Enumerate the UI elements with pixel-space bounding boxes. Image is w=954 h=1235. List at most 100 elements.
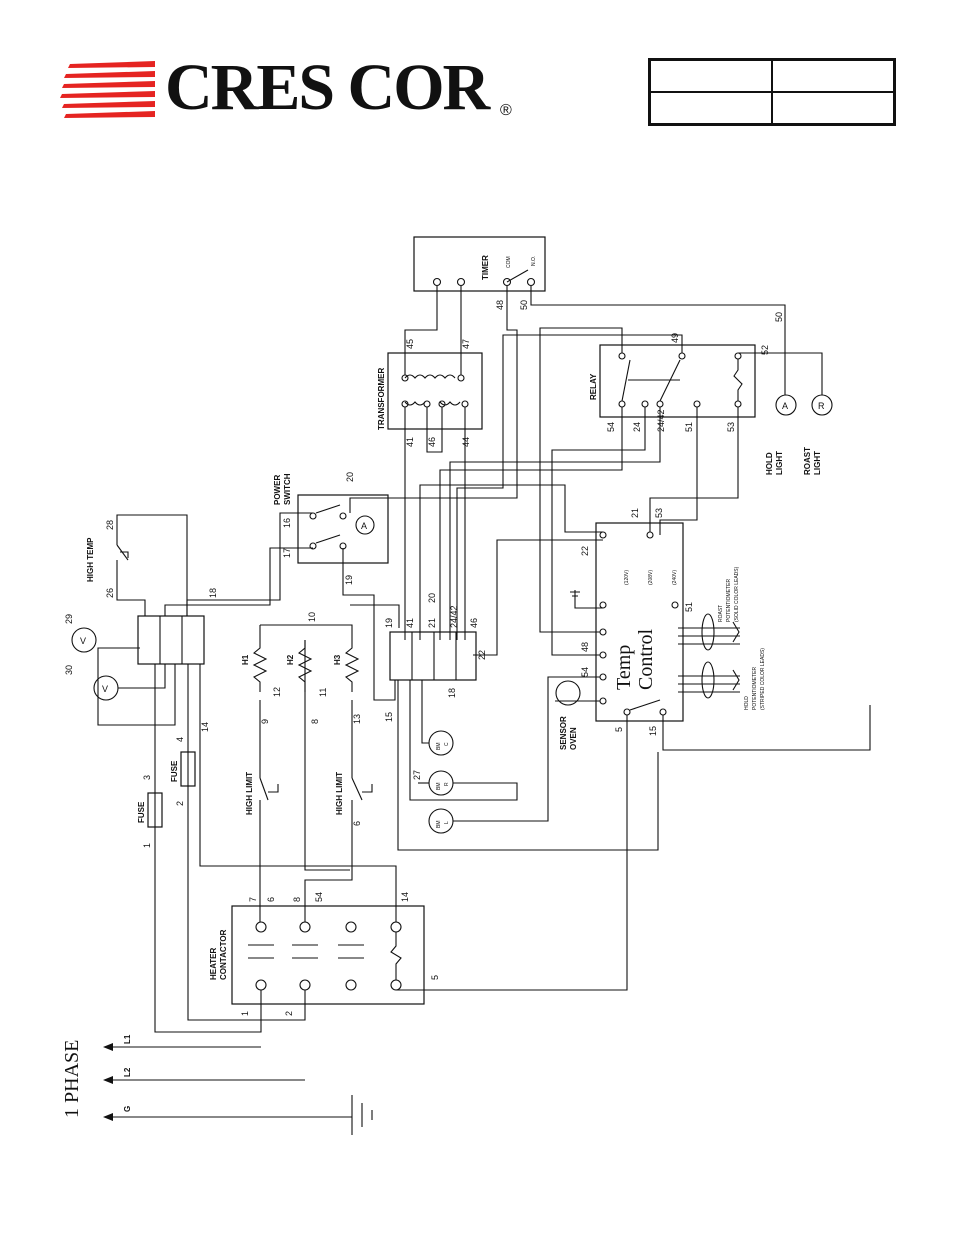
- svg-text:L: L: [444, 821, 450, 824]
- svg-text:CONTACTOR: CONTACTOR: [219, 929, 228, 980]
- svg-text:44: 44: [461, 437, 471, 447]
- header-cell: [650, 60, 772, 92]
- header-cell: [772, 92, 894, 124]
- svg-text:22: 22: [477, 650, 487, 660]
- roast-potentiometer: ROAST POTENTIOMETER (SOLID COLOR LEADS): [701, 566, 740, 651]
- svg-text:24: 24: [632, 422, 642, 432]
- svg-text:FUSE: FUSE: [170, 760, 179, 782]
- svg-text:L1: L1: [123, 1034, 132, 1044]
- svg-text:51: 51: [684, 422, 694, 432]
- svg-text:(208V): (208V): [648, 570, 654, 585]
- supply-lines: L1 L2 G 1 PHASE: [61, 1034, 373, 1135]
- wires: [97, 286, 871, 1033]
- svg-text:(120V): (120V): [624, 570, 630, 585]
- svg-text:13: 13: [352, 714, 362, 724]
- svg-text:LIGHT: LIGHT: [813, 451, 822, 475]
- high-limit-switches: HIGH LIMIT HIGH LIMIT: [245, 772, 373, 815]
- svg-text:8: 8: [310, 719, 320, 724]
- svg-text:C: C: [444, 742, 450, 746]
- svg-text:POWER: POWER: [273, 475, 282, 505]
- svg-text:41: 41: [405, 618, 415, 628]
- svg-text:12: 12: [272, 687, 282, 697]
- svg-text:54: 54: [580, 667, 590, 677]
- svg-text:9: 9: [260, 719, 270, 724]
- terminal-block-left: [137, 615, 205, 665]
- svg-text:51: 51: [684, 602, 694, 612]
- blower-motor-l: BM L: [428, 808, 454, 834]
- svg-text:22: 22: [580, 546, 590, 556]
- svg-text:11: 11: [318, 688, 328, 697]
- hold-light: A HOLD LIGHT: [765, 394, 797, 475]
- svg-text:LIGHT: LIGHT: [775, 451, 784, 475]
- svg-text:17: 17: [282, 548, 292, 558]
- svg-text:BM: BM: [436, 783, 442, 791]
- terminal-block-center: [389, 631, 477, 681]
- svg-text:H1: H1: [241, 654, 250, 665]
- header-cell: [650, 92, 772, 124]
- svg-text:SWITCH: SWITCH: [283, 473, 292, 505]
- svg-text:41: 41: [405, 437, 415, 447]
- svg-text:1: 1: [240, 1011, 250, 1016]
- svg-text:HEATER: HEATER: [209, 947, 218, 980]
- svg-text:52: 52: [760, 345, 770, 355]
- svg-text:14: 14: [400, 892, 410, 902]
- svg-text:HIGH TEMP: HIGH TEMP: [86, 537, 95, 582]
- svg-text:53: 53: [726, 422, 736, 432]
- svg-text:ROAST: ROAST: [718, 605, 724, 622]
- svg-text:5: 5: [614, 727, 624, 732]
- svg-text:16: 16: [282, 518, 292, 528]
- svg-text:R: R: [444, 782, 450, 786]
- svg-text:1: 1: [142, 843, 152, 848]
- transformer: TRANSFORMER: [377, 352, 483, 430]
- svg-text:(STRIPED COLOR LEADS): (STRIPED COLOR LEADS): [760, 648, 766, 710]
- oven-sensor: SENSOR OVEN: [555, 680, 581, 750]
- svg-text:G: G: [123, 1106, 132, 1112]
- svg-text:18: 18: [208, 588, 218, 598]
- header-cell: [772, 60, 894, 92]
- svg-text:RELAY: RELAY: [589, 373, 598, 400]
- svg-text:SENSOR: SENSOR: [559, 716, 568, 750]
- svg-text:Temp: Temp: [613, 645, 635, 690]
- roast-light: R ROAST LIGHT: [803, 394, 833, 475]
- svg-text:ROAST: ROAST: [803, 447, 812, 475]
- svg-text:TRANSFORMER: TRANSFORMER: [377, 368, 386, 430]
- svg-text:27: 27: [412, 770, 422, 780]
- svg-text:(SOLID COLOR LEADS): (SOLID COLOR LEADS): [734, 566, 740, 622]
- svg-text:Control: Control: [635, 628, 657, 690]
- svg-text:HOLD: HOLD: [744, 696, 750, 710]
- brand-logo: [60, 61, 155, 118]
- svg-text:HIGH LIMIT: HIGH LIMIT: [245, 772, 254, 815]
- header-info-table: [648, 58, 896, 126]
- svg-text:R: R: [818, 401, 825, 411]
- svg-text:3: 3: [142, 775, 152, 780]
- svg-text:H3: H3: [333, 654, 342, 665]
- svg-text:COM: COM: [506, 256, 512, 268]
- svg-text:46: 46: [427, 437, 437, 447]
- svg-text:6: 6: [352, 821, 362, 826]
- svg-text:48: 48: [495, 300, 505, 310]
- svg-text:L2: L2: [123, 1067, 132, 1077]
- svg-text:24/42: 24/42: [449, 605, 459, 628]
- svg-text:A: A: [361, 521, 367, 531]
- svg-text:HIGH LIMIT: HIGH LIMIT: [335, 772, 344, 815]
- temp-control: Temp Control (120V) (208V) (240V): [595, 522, 684, 722]
- hold-potentiometer: HOLD POTENTIOMETER (STRIPED COLOR LEADS): [701, 648, 766, 710]
- svg-text:29: 29: [64, 614, 74, 624]
- svg-text:45: 45: [405, 339, 415, 349]
- svg-text:49: 49: [670, 333, 680, 343]
- svg-text:1 PHASE: 1 PHASE: [61, 1040, 83, 1118]
- svg-text:21: 21: [630, 508, 640, 518]
- svg-text:54: 54: [314, 892, 324, 902]
- svg-text:15: 15: [384, 712, 394, 722]
- svg-text:V: V: [102, 684, 108, 694]
- wire-numbers: 45 47 41 46 44 48 50 50 49 52 54 24 24/4…: [64, 300, 784, 1016]
- timer: TIMER COM N.O.: [413, 236, 546, 292]
- svg-text:8: 8: [292, 897, 302, 902]
- voltmeter: V V: [71, 627, 119, 701]
- svg-text:20: 20: [427, 593, 437, 603]
- svg-text:BM: BM: [436, 821, 442, 829]
- svg-text:BM: BM: [436, 743, 442, 751]
- svg-text:53: 53: [654, 508, 664, 518]
